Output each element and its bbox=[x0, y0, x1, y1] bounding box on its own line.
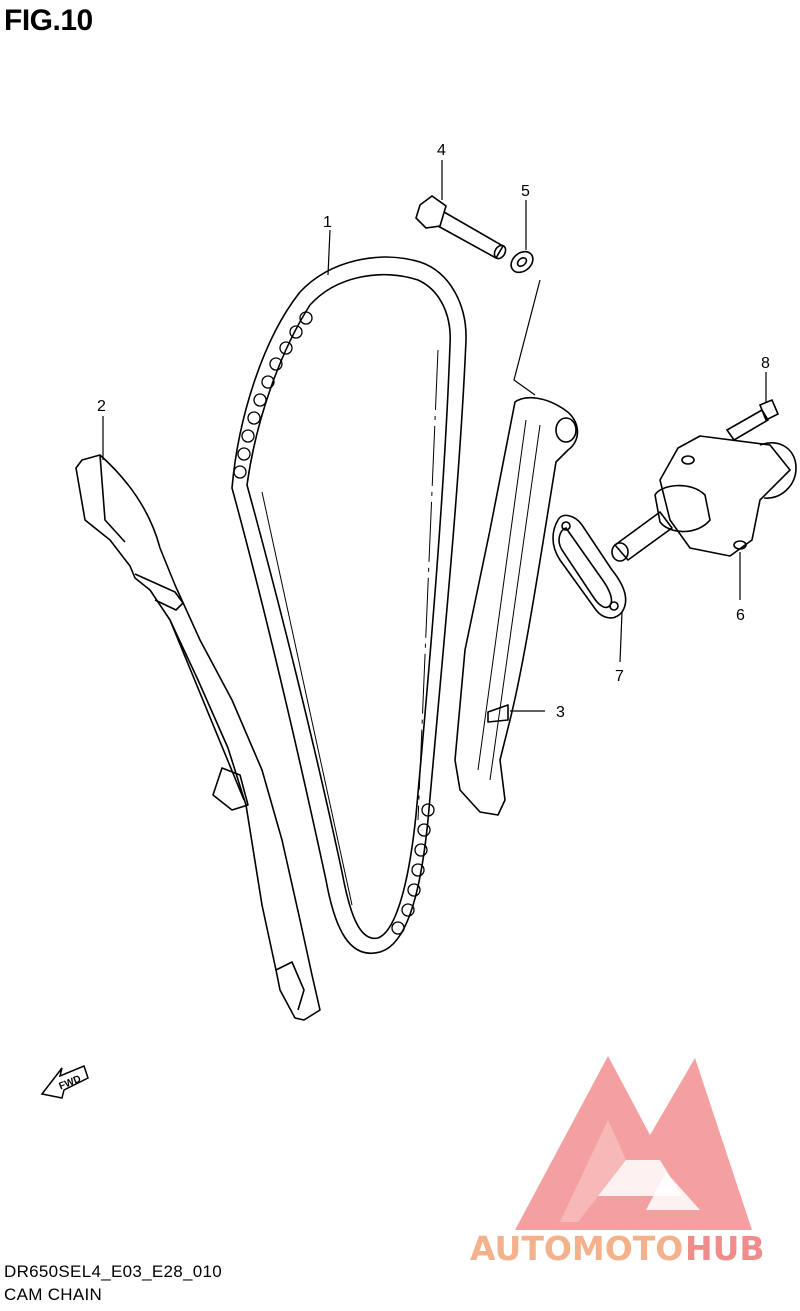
model-code: DR650SEL4_E03_E28_010 bbox=[4, 1262, 223, 1281]
callout-3: 3 bbox=[556, 704, 565, 721]
front-chain-guide bbox=[75, 454, 321, 1021]
chain-tensioner-adjuster bbox=[611, 435, 797, 562]
watermark-text-a: AUTOMOTO bbox=[470, 1229, 683, 1268]
leader-lines bbox=[102, 160, 767, 712]
chain-tensioner-guide bbox=[454, 396, 579, 816]
callout-7: 7 bbox=[615, 668, 624, 685]
figure-title: FIG.10 bbox=[4, 4, 93, 37]
arrow-left-icon bbox=[40, 1064, 89, 1099]
section-name: CAM CHAIN bbox=[4, 1285, 103, 1304]
callout-2: 2 bbox=[97, 398, 106, 415]
tensioner-gasket bbox=[552, 514, 627, 619]
watermark-text-b: HUB bbox=[685, 1229, 765, 1268]
callout-1: 1 bbox=[323, 214, 332, 231]
watermark-logo bbox=[515, 1056, 752, 1230]
washer bbox=[510, 250, 534, 274]
guide-bolt bbox=[415, 195, 507, 260]
cam-chain bbox=[231, 256, 467, 955]
callout-5: 5 bbox=[521, 183, 530, 200]
fwd-direction-marker: FWD bbox=[40, 1064, 89, 1099]
callout-6: 6 bbox=[736, 607, 745, 624]
tensioner-bolt bbox=[725, 398, 780, 442]
callout-8: 8 bbox=[761, 355, 770, 372]
callout-4: 4 bbox=[437, 142, 446, 159]
